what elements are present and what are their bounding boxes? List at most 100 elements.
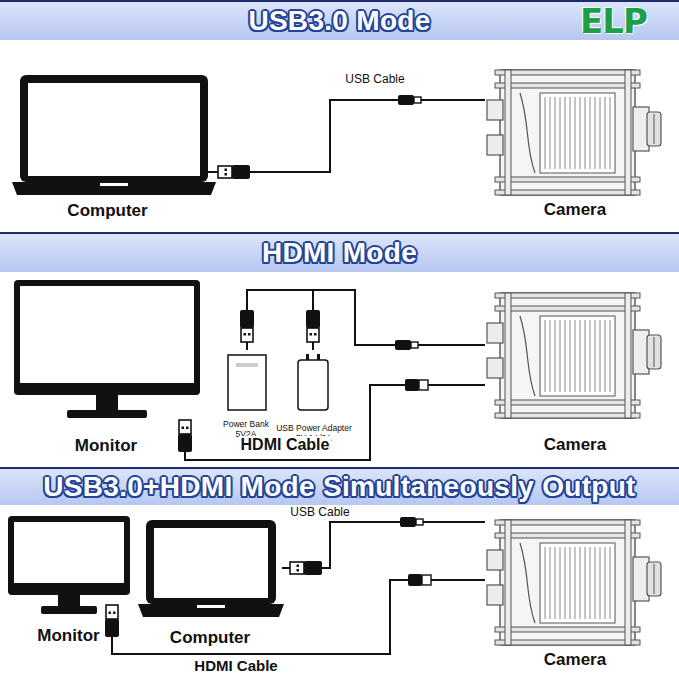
plug-body	[240, 310, 254, 328]
camera-device: Camera	[485, 62, 665, 222]
camera-device: Camera	[485, 285, 665, 457]
laptop-notch	[197, 605, 225, 608]
camera-plate	[495, 413, 640, 418]
brand-logo: ELP	[580, 1, 647, 41]
plug-tip	[307, 328, 319, 342]
heat-sink-fin	[585, 547, 586, 619]
camera-post	[625, 293, 631, 418]
camera-plate	[495, 400, 640, 405]
camera-post	[625, 520, 631, 645]
plug-hole	[225, 169, 228, 172]
plug-body	[306, 310, 320, 328]
camera-frame	[500, 293, 635, 418]
heat-sink-fin	[555, 547, 556, 619]
heat-sink-fin	[575, 320, 576, 392]
heat-sink-fin	[595, 547, 596, 619]
lens-ring	[654, 564, 655, 594]
monitor-screen	[20, 286, 194, 383]
lens-ring	[654, 337, 655, 367]
hdmi-port	[487, 358, 503, 378]
plug-tip	[106, 605, 118, 619]
banner-title: HDMI Mode	[262, 237, 417, 269]
device-label: Camera	[544, 650, 606, 672]
device-label: Camera	[544, 200, 606, 222]
hdmi-plug	[408, 574, 431, 586]
camera-plate	[495, 190, 640, 195]
device-label: Monitor	[75, 436, 137, 458]
heat-sink-fin	[610, 547, 611, 619]
plug-hole	[182, 427, 185, 430]
heat-sink-fin	[580, 97, 581, 169]
camera-plate	[495, 177, 640, 182]
heat-sink-fin	[580, 547, 581, 619]
plug-tip	[422, 575, 431, 585]
plug-tip	[218, 166, 232, 178]
plug-hole	[244, 333, 247, 336]
heat-sink-fin	[545, 320, 546, 392]
device-label: Computer	[67, 201, 147, 223]
usb-plug	[105, 605, 119, 637]
micro-usb-plug	[400, 517, 423, 527]
camera-plate	[495, 70, 640, 75]
heat-sink-fin	[605, 320, 606, 392]
plug-hole	[109, 612, 112, 615]
camera-device: Camera	[485, 512, 665, 672]
heat-sink-fin	[580, 320, 581, 392]
banner-title: USB3.0+HDMI Mode Simultaneously Output	[43, 471, 635, 503]
camera-plate	[495, 640, 640, 645]
camera-icon	[487, 520, 661, 645]
heat-sink	[540, 316, 615, 396]
plug-tip	[419, 380, 428, 390]
usb-plug	[290, 561, 322, 575]
heat-sink-fin	[545, 97, 546, 169]
plug-hole	[297, 569, 300, 572]
camera-plate	[495, 627, 640, 632]
plug-hole	[248, 333, 251, 336]
usb-port	[487, 100, 503, 120]
plug-hole	[310, 333, 313, 336]
micro-usb-plug	[398, 95, 421, 105]
heat-sink-fin	[595, 320, 596, 392]
camera-post	[505, 70, 511, 195]
plug-body	[405, 379, 419, 391]
heat-sink-fin	[550, 547, 551, 619]
plug-body	[400, 517, 416, 527]
heat-sink-fin	[555, 320, 556, 392]
device-label: Monitor	[37, 626, 99, 648]
plug-body	[232, 165, 250, 179]
ribbon-cable	[520, 93, 535, 173]
hdmi-plug	[405, 379, 428, 391]
power-bank: Power Bank 5V2A	[215, 350, 277, 442]
camera-icon	[487, 70, 661, 195]
heat-sink-fin	[555, 97, 556, 169]
camera-frame	[500, 70, 635, 195]
section-banner: HDMI Mode	[0, 232, 679, 272]
camera-plate	[495, 533, 640, 538]
heat-sink-fin	[550, 320, 551, 392]
heat-sink-fin	[585, 97, 586, 169]
camera-post	[505, 293, 511, 418]
section-banner: USB3.0 Mode	[0, 0, 679, 40]
camera-plate	[495, 520, 640, 525]
heat-sink-fin	[590, 97, 591, 169]
heat-sink-fin	[570, 320, 571, 392]
cable-label: USB Cable	[343, 72, 406, 86]
usb-port	[487, 323, 503, 343]
heat-sink-fin	[570, 97, 571, 169]
plug-body	[398, 95, 414, 105]
heat-sink-fin	[600, 547, 601, 619]
adapter-icon	[298, 360, 328, 410]
heat-sink-fin	[585, 320, 586, 392]
plug-body	[408, 574, 422, 586]
usb-port	[487, 550, 503, 570]
heat-sink-fin	[590, 320, 591, 392]
cable-stub	[185, 452, 203, 460]
cable	[247, 290, 485, 350]
camera-plate	[495, 293, 640, 298]
laptop-screen	[154, 528, 268, 598]
camera-plate	[495, 306, 640, 311]
plug-tip	[179, 420, 191, 434]
heat-sink-fin	[560, 547, 561, 619]
camera-plate	[495, 83, 640, 88]
